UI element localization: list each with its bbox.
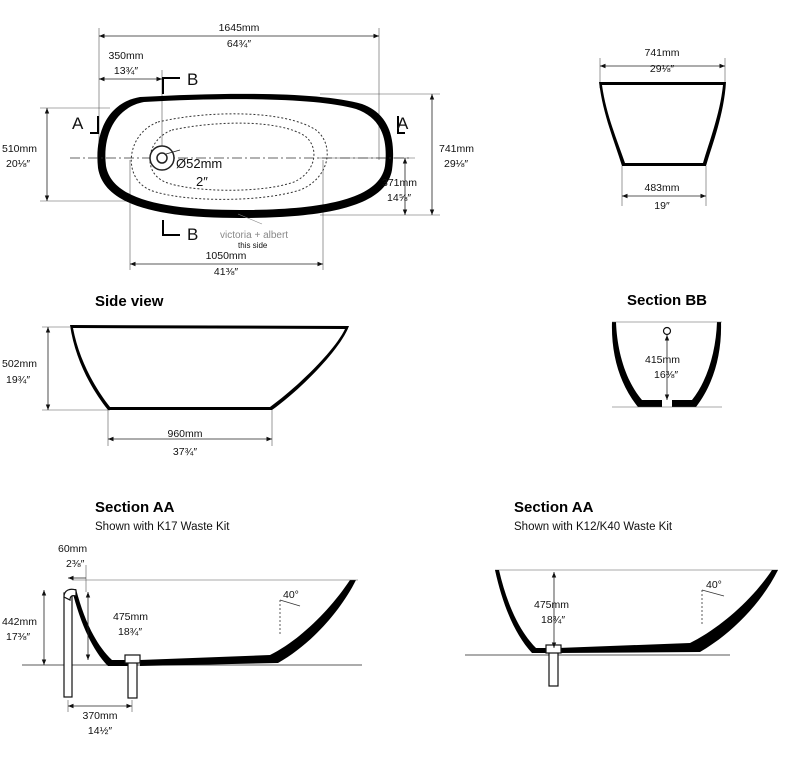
waste-offset-inch: 14⅝″ (387, 192, 411, 204)
tub-plan-outline (97, 93, 394, 218)
k17-waste-distance-inch: 14½″ (88, 725, 112, 737)
section-b-marker-top (162, 77, 180, 94)
section-b-label-top: B (187, 70, 198, 89)
end-base-width-inch: 19″ (654, 200, 670, 212)
section-aa-k12-profile (495, 570, 548, 653)
brand-logo: victoria + albert (220, 230, 288, 241)
section-aa-k17-subtitle: Shown with K17 Waste Kit (95, 521, 230, 533)
plan-view: 1645mm 64¾″ 350mm 13¾″ 510mm 20⅛″ 741mm … (2, 22, 474, 278)
side-height-inch: 19¾″ (6, 374, 30, 386)
overflow-icon (662, 326, 672, 336)
offset-inch: 13¾″ (114, 65, 138, 77)
section-bb: Section BB 415mm 16⅜″ (611, 292, 722, 408)
basin-outline (130, 113, 328, 200)
brand-note: this side (238, 241, 268, 250)
section-aa-k17-title: Section AA (95, 499, 175, 516)
k12-waste-pipe-icon (548, 651, 559, 687)
overall-width-inch: 29⅛″ (444, 158, 468, 170)
waste-diameter-mm: Ø52mm (176, 156, 222, 171)
section-aa-k17-angle: 40° (283, 589, 299, 601)
section-aa-k12-subtitle: Shown with K12/K40 Waste Kit (514, 521, 673, 533)
section-a-label-right: A (397, 114, 409, 133)
section-bb-profile-right (672, 322, 722, 407)
section-aa-k17: Section AA Shown with K17 Waste Kit 40° … (2, 499, 362, 737)
section-bb-depth-mm: 415mm (645, 354, 680, 366)
side-view-title: Side view (95, 293, 164, 310)
offset-mm: 350mm (108, 50, 143, 62)
section-bb-profile-left (611, 322, 662, 407)
section-a-label-left: A (72, 114, 84, 133)
overall-length-inch: 64¾″ (227, 38, 251, 50)
end-top-width-mm: 741mm (644, 47, 679, 59)
end-view: 741mm 29⅛″ 483mm 19″ (599, 47, 726, 212)
end-view-outline (599, 82, 726, 166)
k17-overflow-offset-inch: 2⅜″ (66, 558, 85, 570)
waste-outlet-icon (149, 145, 175, 171)
section-a-marker-left (90, 116, 99, 134)
side-view-outline (70, 325, 349, 410)
section-a-marker-right (397, 116, 405, 134)
end-top-width-inch: 29⅛″ (650, 63, 674, 75)
section-aa-k12-title: Section AA (514, 499, 594, 516)
section-aa-k12: Section AA Shown with K12/K40 Waste Kit … (465, 499, 778, 687)
waste-pipe-icon (127, 661, 138, 699)
section-aa-k12-angle: 40° (706, 579, 722, 591)
side-base-length-mm: 960mm (167, 428, 202, 440)
side-view: Side view 502mm 19¾″ 960mm 37¾″ (2, 293, 349, 458)
section-bb-title: Section BB (627, 292, 707, 309)
inner-width-inch: 20⅛″ (6, 158, 30, 170)
section-b-label-bottom: B (187, 225, 198, 244)
side-base-length-inch: 37¾″ (173, 446, 197, 458)
inner-length-inch: 41⅜″ (214, 266, 238, 278)
k17-depth-inch: 18¾″ (118, 626, 142, 638)
k17-waste-distance-mm: 370mm (82, 710, 117, 722)
overflow-pipe-icon (63, 592, 73, 698)
inner-width-mm: 510mm (2, 143, 37, 155)
section-bb-depth-inch: 16⅜″ (654, 369, 678, 381)
overall-length-mm: 1645mm (219, 22, 260, 34)
section-b-marker-bottom (162, 220, 180, 236)
waste-offset-mm: 371mm (382, 177, 417, 189)
overall-width-mm: 741mm (439, 143, 474, 155)
k17-overall-height-mm: 442mm (2, 616, 37, 628)
end-base-width-mm: 483mm (644, 182, 679, 194)
section-aa-k17-profile (72, 589, 134, 666)
k17-overflow-offset-mm: 60mm (58, 543, 87, 555)
inner-length-mm: 1050mm (206, 250, 247, 262)
k17-overall-height-inch: 17⅜″ (6, 631, 30, 643)
side-height-mm: 502mm (2, 358, 37, 370)
k17-depth-mm: 475mm (113, 611, 148, 623)
k12-depth-inch: 18¾″ (541, 614, 565, 626)
k12-depth-mm: 475mm (534, 599, 569, 611)
waste-diameter-inch: 2″ (196, 174, 208, 189)
